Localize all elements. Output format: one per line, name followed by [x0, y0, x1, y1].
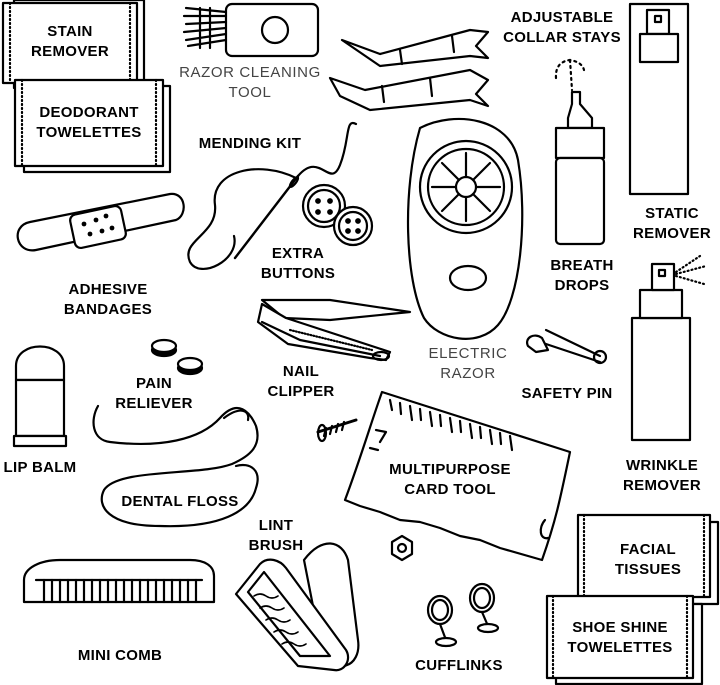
- dental-floss-icon: [92, 404, 259, 528]
- multipurpose-card-tool-icon: [343, 390, 572, 562]
- lint-brush-icon: [234, 542, 360, 672]
- nut-icon: [390, 534, 414, 562]
- buttons-icon: [301, 183, 374, 247]
- breath-drops-bottle-icon: [554, 58, 606, 246]
- electric-razor-icon: [406, 117, 524, 340]
- label-mini-comb: MINI COMB: [77, 647, 163, 664]
- label-safety-pin: SAFETY PIN: [521, 385, 613, 402]
- label-cufflinks: CUFFLINKS: [415, 657, 503, 674]
- collar-stays-icon: [328, 28, 490, 112]
- label-mending-kit: MENDING KIT: [198, 135, 302, 152]
- deodorant-towelettes-packet-icon: [13, 78, 172, 174]
- lip-balm-icon: [12, 345, 68, 448]
- static-remover-spray-icon: [628, 2, 690, 196]
- adhesive-bandage-icon: [16, 192, 185, 252]
- stain-remover-packet-icon: [1, 0, 146, 90]
- cufflinks-icon: [426, 582, 500, 648]
- safety-pin-icon: [526, 328, 608, 365]
- facial-tissues-packet-icon: [576, 513, 720, 606]
- shoe-shine-packet-icon: [545, 594, 704, 685]
- label-lip-balm: LIP BALM: [3, 459, 77, 476]
- needle-thread-icon: [187, 121, 358, 270]
- screw-icon: [316, 418, 358, 443]
- wrinkle-remover-spray-icon: [630, 254, 708, 442]
- razor-cleaning-brush-icon: [182, 2, 320, 58]
- pain-reliever-pills-icon: [150, 338, 204, 376]
- mini-comb-icon: [22, 558, 216, 604]
- label-dental-floss: DENTAL FLOSS: [121, 493, 239, 510]
- nail-clipper-icon: [256, 298, 412, 362]
